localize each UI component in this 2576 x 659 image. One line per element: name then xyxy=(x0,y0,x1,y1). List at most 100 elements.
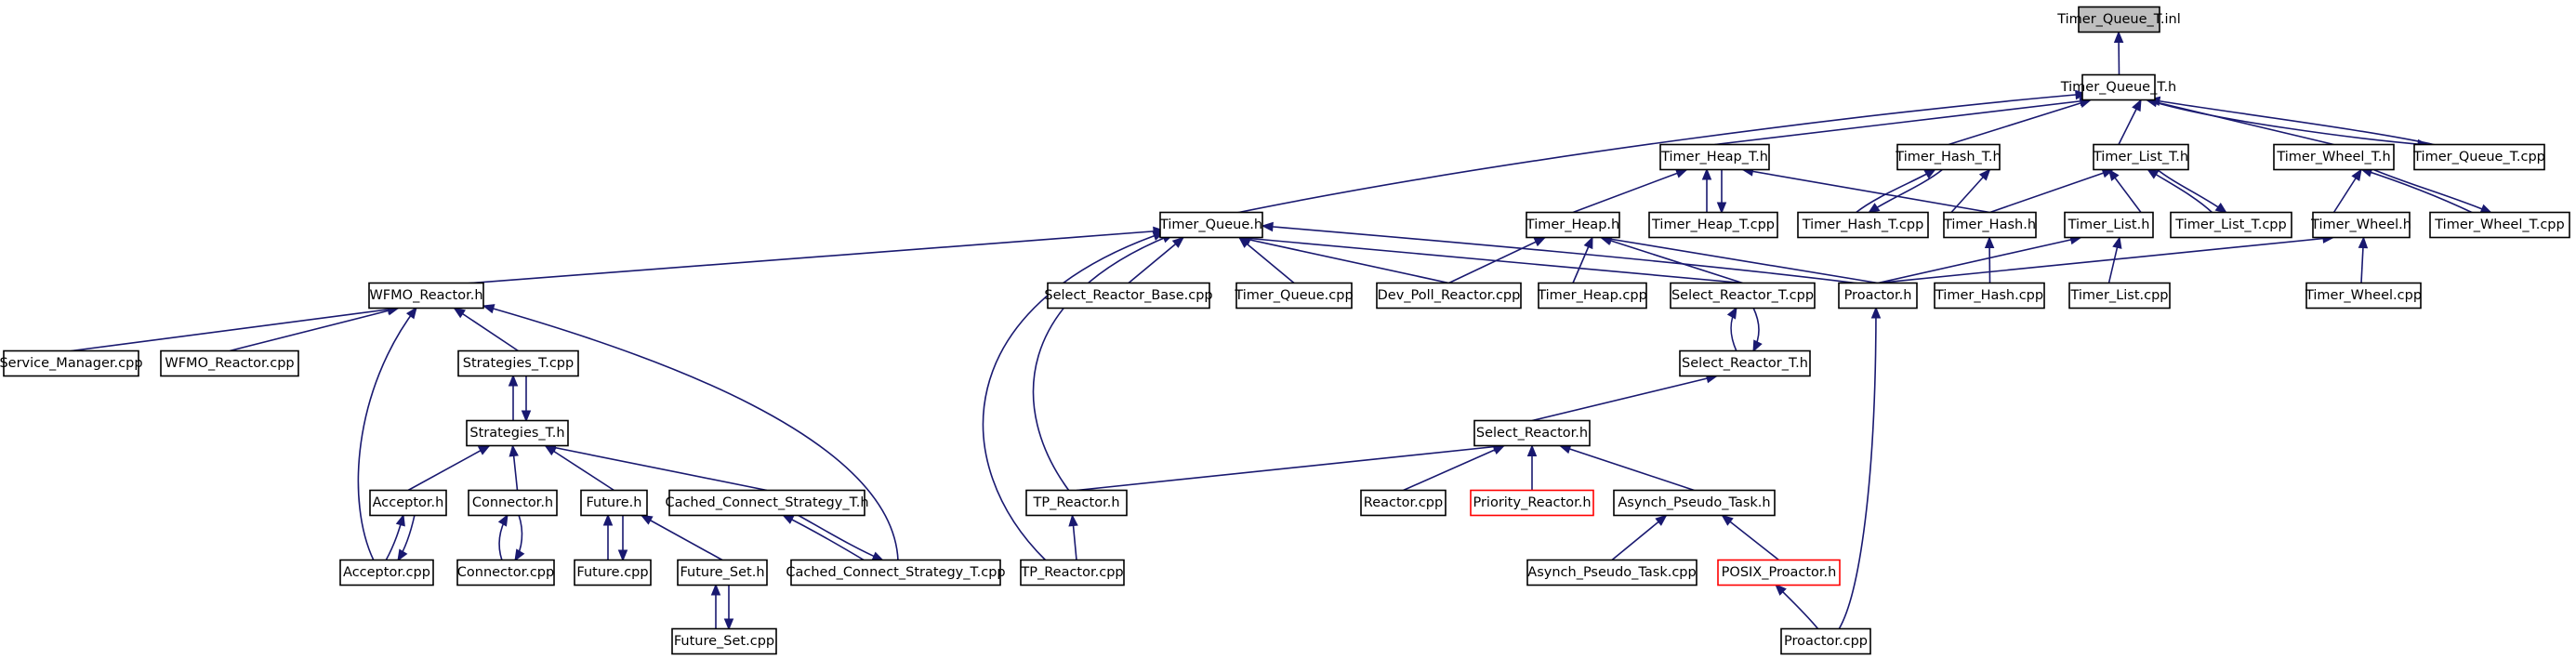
node-tqt-h[interactable]: Timer_Queue_T.h xyxy=(2060,73,2177,101)
node-srt-h[interactable]: Select_Reactor_T.h xyxy=(1679,349,1811,377)
node-connector-cpp[interactable]: Connector.cpp xyxy=(456,559,555,587)
edge-line xyxy=(1076,444,1505,492)
edge-line xyxy=(1989,168,2114,214)
node-ccs-t-cpp[interactable]: Cached_Connect_Strategy_T.cpp xyxy=(786,559,1006,587)
edge xyxy=(723,585,734,631)
node-tqt-inl[interactable]: Timer_Queue_T.inl xyxy=(2056,6,2181,33)
node-posix-h[interactable]: POSIX_Proactor.h xyxy=(1717,559,1841,587)
node-tlist-t-cpp[interactable]: Timer_List_T.cpp xyxy=(2170,211,2292,239)
edge-line xyxy=(982,231,1165,561)
node-strat-t-cpp[interactable]: Strategies_T.cpp xyxy=(457,349,579,377)
node-fset-cpp[interactable]: Future_Set.cpp xyxy=(671,627,777,655)
node-wfmo-cpp[interactable]: WFMO_Reactor.cpp xyxy=(160,349,299,377)
node-acceptor-h[interactable]: Acceptor.h xyxy=(369,489,447,517)
node-twheel-h[interactable]: Timer_Wheel.h xyxy=(2310,211,2411,239)
edge-line xyxy=(2371,168,2492,214)
node-thash-h[interactable]: Timer_Hash.h xyxy=(1943,211,2037,239)
node-tlist-t-h[interactable]: Timer_List_T.h xyxy=(2093,143,2189,171)
node-tqt-cpp[interactable]: Timer_Queue_T.cpp xyxy=(2412,143,2545,171)
edge xyxy=(1838,306,1882,630)
node-srb-cpp[interactable]: Select_Reactor_Base.cpp xyxy=(1044,282,1213,310)
node-box xyxy=(1797,211,1929,239)
arrowhead xyxy=(2358,236,2369,249)
edge xyxy=(710,583,721,629)
node-tpr-cpp[interactable]: TP_Reactor.cpp xyxy=(1020,559,1125,587)
edge-line xyxy=(797,514,884,561)
node-tq-h[interactable]: Timer_Queue.h xyxy=(1159,211,1263,239)
node-acceptor-cpp[interactable]: Acceptor.cpp xyxy=(339,559,434,587)
edge-line xyxy=(545,444,614,492)
edge-line xyxy=(1128,236,1184,284)
edge-line xyxy=(1868,168,1944,214)
node-box xyxy=(457,349,579,377)
node-box xyxy=(1159,211,1263,239)
node-fset-h[interactable]: Future_Set.h xyxy=(677,559,768,587)
edge-line xyxy=(1238,236,1743,284)
node-apt-cpp[interactable]: Asynch_Pseudo_Task.cpp xyxy=(1526,559,1698,587)
node-thash-cpp[interactable]: Timer_Hash.cpp xyxy=(1934,282,2045,310)
edge-line xyxy=(71,307,399,352)
edge xyxy=(497,513,509,561)
edge xyxy=(640,514,723,561)
edge xyxy=(2371,168,2493,214)
node-tq-cpp[interactable]: Timer_Queue.cpp xyxy=(1234,282,1354,310)
node-reactor-cpp[interactable]: Reactor.cpp xyxy=(1360,489,1447,517)
node-label: Dev_Poll_Reactor.cpp xyxy=(1378,288,1521,303)
edge xyxy=(521,376,532,423)
node-label: Future_Set.h xyxy=(680,565,764,580)
node-theap-t-h[interactable]: Timer_Heap_T.h xyxy=(1659,143,1770,171)
arrowhead xyxy=(1674,168,1688,178)
node-theap-h[interactable]: Timer_Heap.h xyxy=(1526,211,1620,239)
edge-line xyxy=(1600,236,1743,284)
edge xyxy=(1128,236,1185,284)
node-tpr-h[interactable]: TP_Reactor.h xyxy=(1025,489,1128,517)
node-label: Timer_Heap.h xyxy=(1526,217,1619,232)
node-box xyxy=(1780,627,1871,655)
edge-line xyxy=(782,514,865,561)
node-label: Timer_Queue_T.inl xyxy=(2056,12,2181,27)
node-twheel-cpp[interactable]: Timer_Wheel.cpp xyxy=(2305,282,2422,310)
edge xyxy=(1448,236,1547,284)
node-strat-t-h[interactable]: Strategies_T.h xyxy=(466,419,569,447)
arrowhead xyxy=(2146,168,2160,179)
node-apt-h[interactable]: Asynch_Pseudo_Task.h xyxy=(1613,489,1776,517)
edge-line xyxy=(1448,236,1546,284)
node-theap-t-cpp[interactable]: Timer_Heap_T.cpp xyxy=(1648,211,1778,239)
node-box xyxy=(2312,211,2411,239)
node-box xyxy=(2273,143,2395,171)
node-twheel-t-cpp[interactable]: Timer_Wheel_T.cpp xyxy=(2429,211,2570,239)
node-dpr-cpp[interactable]: Dev_Poll_Reactor.cpp xyxy=(1376,282,1522,310)
node-connector-h[interactable]: Connector.h xyxy=(468,489,558,517)
node-box xyxy=(1896,143,2001,171)
node-proactor-cpp[interactable]: Proactor.cpp xyxy=(1780,627,1871,655)
node-theap-cpp[interactable]: Timer_Heap.cpp xyxy=(1537,282,1647,310)
node-box xyxy=(456,559,555,587)
node-srt-cpp[interactable]: Select_Reactor_T.cpp xyxy=(1670,282,1816,310)
node-future-h[interactable]: Future.h xyxy=(580,489,648,517)
arrowhead xyxy=(1726,306,1737,320)
node-proactor-h[interactable]: Proactor.h xyxy=(1838,282,1918,310)
node-twheel-t-h[interactable]: Timer_Wheel_T.h xyxy=(2273,143,2395,171)
edge xyxy=(482,304,899,561)
node-label: Timer_Queue_T.cpp xyxy=(2412,150,2545,165)
node-label: Timer_List_T.h xyxy=(2093,150,2188,165)
node-tlist-cpp[interactable]: Timer_List.cpp xyxy=(2068,282,2171,310)
node-sm-cpp[interactable]: Service_Manager.cpp xyxy=(0,349,143,377)
node-label: Timer_Queue.cpp xyxy=(1234,288,1353,303)
node-label: Service_Manager.cpp xyxy=(0,356,143,371)
arrowhead xyxy=(1775,584,1787,596)
node-tlist-h[interactable]: Timer_List.h xyxy=(2064,211,2154,239)
node-ccs-t-h[interactable]: Cached_Connect_Strategy_T.h xyxy=(665,489,869,517)
node-box xyxy=(2068,282,2171,310)
node-wfmo-h[interactable]: WFMO_Reactor.h xyxy=(368,282,484,310)
node-sr-h[interactable]: Select_Reactor.h xyxy=(1473,419,1591,447)
node-prio-h[interactable]: Priority_Reactor.h xyxy=(1470,489,1594,517)
node-future-cpp[interactable]: Future.cpp xyxy=(574,559,652,587)
edge-line xyxy=(454,307,519,352)
edge xyxy=(797,514,885,561)
node-thash-t-cpp[interactable]: Timer_Hash_T.cpp xyxy=(1797,211,1929,239)
node-thash-t-h[interactable]: Timer_Hash_T.h xyxy=(1895,143,2001,171)
node-box xyxy=(2413,143,2545,171)
node-label: Timer_List.cpp xyxy=(2069,288,2168,303)
edge-line xyxy=(641,514,723,561)
